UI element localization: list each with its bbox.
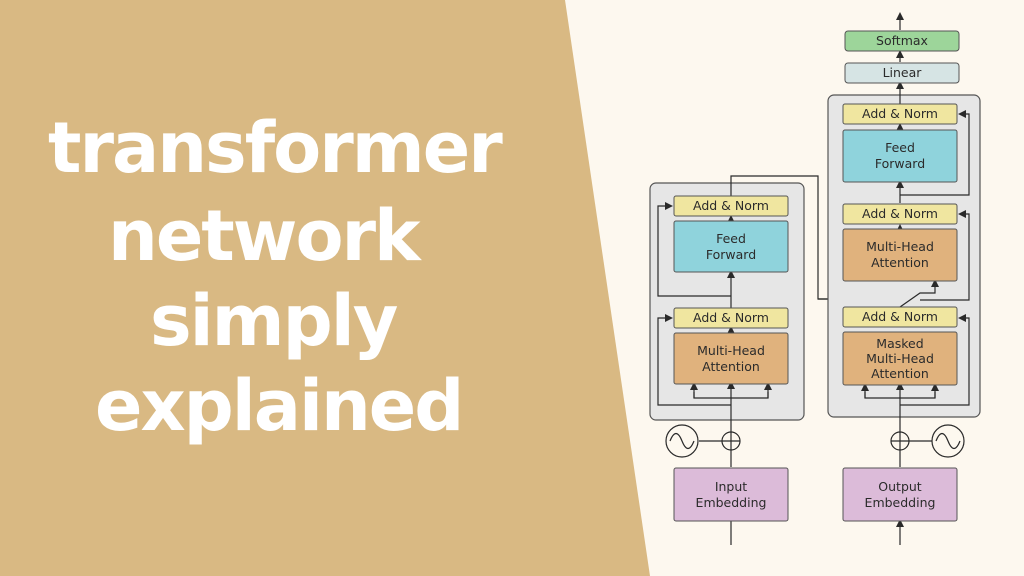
decoder-add-norm-mid-label: Add & Norm [862,206,938,221]
decoder-masked-attention [842,331,958,386]
input-embedding-label-1: Input [715,479,747,494]
encoder-feed-forward [673,220,789,273]
encoder-attention-label-1: Multi-Head [697,343,765,358]
encoder-attention [673,332,789,385]
decoder-stack: Softmax Linear Add & Norm Feed Forward A… [827,12,981,545]
encoder-stack: Add & Norm Feed Forward Add & Norm Multi… [649,175,904,545]
encoder-feed-forward-label-1: Feed [716,231,746,246]
decoder-feed-forward-label-2: Forward [875,156,925,171]
encoder-add-norm-top-label: Add & Norm [693,198,769,213]
encoder-attention-label-2: Attention [702,359,760,374]
decoder-feed-forward-label-1: Feed [885,140,915,155]
decoder-attention-label-1: Multi-Head [866,239,934,254]
linear-block [844,62,960,84]
input-embedding [673,467,789,522]
title-line-3: simply [150,280,398,362]
title-line-1: transformer [48,107,503,189]
decoder-add-norm-bottom-label: Add & Norm [862,309,938,324]
decoder-masked-attention-label-3: Attention [871,366,929,381]
decoder-attention [842,228,958,282]
encoder-feed-forward-label-2: Forward [706,247,756,262]
title-line-2: network [108,195,422,277]
encoder-add-norm-bottom [673,307,789,329]
decoder-add-norm-mid [842,203,958,225]
encoder-add-norm-top [673,195,789,217]
decoder-add-norm-top-label: Add & Norm [862,106,938,121]
output-embedding [842,467,958,522]
softmax-label: Softmax [876,33,928,48]
decoder-attention-label-2: Attention [871,255,929,270]
decoder-masked-attention-label-1: Masked [876,336,923,351]
softmax-block [844,30,960,52]
decoder-feed-forward [842,129,958,183]
decoder-masked-attention-label-2: Multi-Head [866,351,934,366]
output-embedding-label-2: Embedding [865,495,936,510]
title-line-4: explained [95,365,462,447]
decoder-add-norm-bottom [842,306,958,328]
output-embedding-label-1: Output [878,479,922,494]
decoder-add-norm-top [842,103,958,125]
encoder-add-norm-bottom-label: Add & Norm [693,310,769,325]
title-panel [0,0,650,576]
linear-label: Linear [883,65,923,80]
input-embedding-label-2: Embedding [696,495,767,510]
